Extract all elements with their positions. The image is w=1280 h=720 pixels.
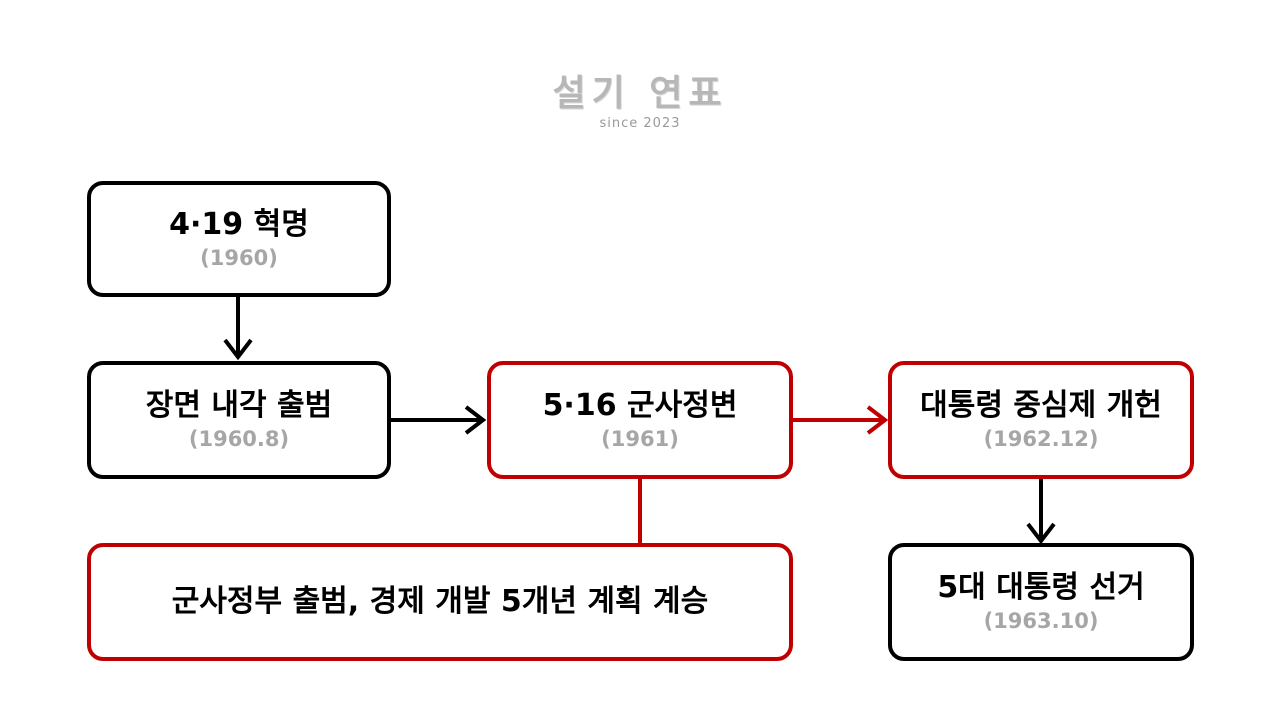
node-presidential-amendment: 대통령 중심제 개헌 (1962.12) <box>888 361 1194 479</box>
node-may16-coup: 5·16 군사정변 (1961) <box>487 361 793 479</box>
node-title: 군사정부 출범, 경제 개발 5개년 계획 계승 <box>171 584 709 619</box>
node-date: (1962.12) <box>983 427 1099 451</box>
arrowhead-may16-to-presidential <box>866 405 889 435</box>
node-date: (1961) <box>601 427 679 451</box>
arrowhead-chang-to-may16 <box>464 405 487 435</box>
arrowhead-presidential-to-election <box>1026 522 1056 545</box>
node-title: 장면 내각 출범 <box>145 388 333 423</box>
brand-title: 설기 연표 <box>552 73 728 114</box>
node-date: (1963.10) <box>983 609 1099 633</box>
node-military-government: 군사정부 출범, 경제 개발 5개년 계획 계승 <box>87 543 793 661</box>
node-title: 대통령 중심제 개헌 <box>920 388 1162 423</box>
node-title: 5·16 군사정변 <box>542 388 738 423</box>
arrowhead-april19-to-chang <box>223 338 253 361</box>
node-title: 4·19 혁명 <box>169 207 309 242</box>
node-chang-cabinet: 장면 내각 출범 (1960.8) <box>87 361 391 479</box>
node-title: 5대 대통령 선거 <box>937 570 1145 605</box>
node-april19-revolution: 4·19 혁명 (1960) <box>87 181 391 297</box>
brand-logo: 설기 연표 since 2023 <box>540 74 740 132</box>
node-fifth-presidential-election: 5대 대통령 선거 (1963.10) <box>888 543 1194 661</box>
node-date: (1960.8) <box>188 427 290 451</box>
brand-subtitle: since 2023 <box>599 116 681 131</box>
node-date: (1960) <box>200 246 278 270</box>
